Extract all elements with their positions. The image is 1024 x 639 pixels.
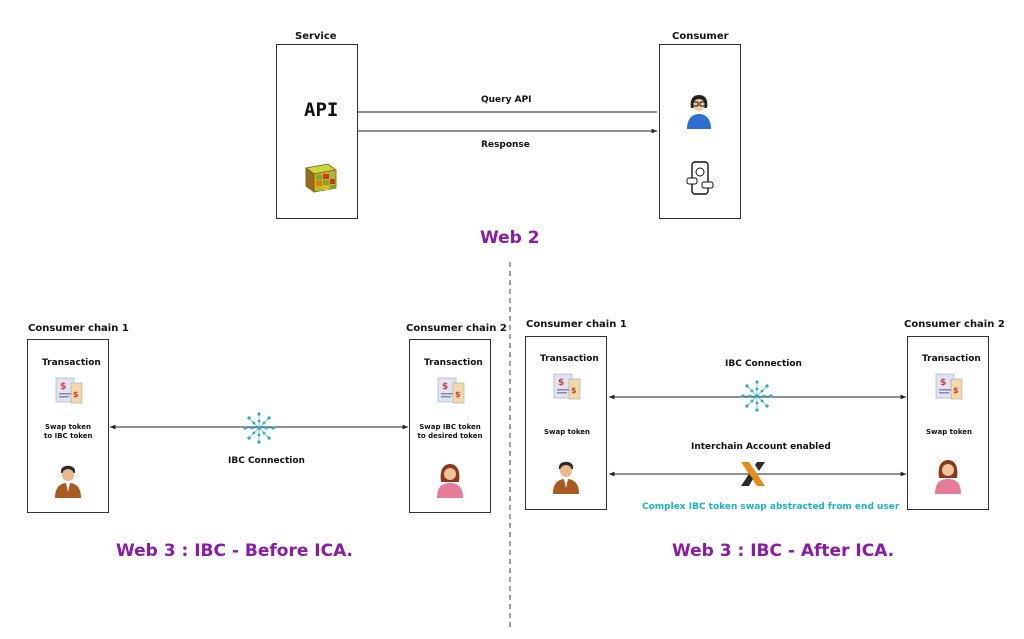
interchain-account-icon xyxy=(741,462,765,486)
response-label: Response xyxy=(481,140,530,150)
after-tx1-label: Transaction xyxy=(540,354,599,364)
svg-text:$: $ xyxy=(558,378,564,388)
before-title: Web 3 : IBC - Before ICA. xyxy=(116,541,354,561)
before-chain1-label: Consumer chain 1 xyxy=(28,323,129,334)
svg-text:$: $ xyxy=(60,382,66,392)
after-ibc-label: IBC Connection xyxy=(725,359,802,369)
invoice-icon: $ $ xyxy=(437,377,465,404)
before-swap2-text: Swap IBC token to desired token xyxy=(414,423,486,441)
man-user-icon xyxy=(553,461,579,494)
database-cube-icon xyxy=(305,163,337,193)
ibc-network-icon xyxy=(741,380,773,412)
user-avatar-icon xyxy=(687,95,711,129)
invoice-icon: $ $ xyxy=(935,373,963,400)
man-user-icon xyxy=(55,465,81,498)
after-title: Web 3 : IBC - After ICA. xyxy=(672,541,895,561)
after-chain1-label: Consumer chain 1 xyxy=(526,319,627,330)
invoice-icon: $ $ xyxy=(553,373,581,400)
before-chain2-label: Consumer chain 2 xyxy=(406,323,507,334)
before-swap1-text: Swap token to IBC token xyxy=(44,423,93,441)
abstract-label: Complex IBC token swap abstracted from e… xyxy=(642,502,900,512)
svg-text:$: $ xyxy=(455,390,461,399)
api-text: API xyxy=(304,99,339,121)
invoice-icon: $ $ xyxy=(55,377,83,404)
web2-title: Web 2 xyxy=(480,228,540,248)
woman-user-icon xyxy=(437,464,463,498)
phone-chat-icon xyxy=(686,161,714,195)
before-tx1-label: Transaction xyxy=(42,358,101,368)
before-ibc-label: IBC Connection xyxy=(228,456,305,466)
after-tx2-label: Transaction xyxy=(922,354,981,364)
consumer-label: Consumer xyxy=(672,31,729,42)
svg-text:$: $ xyxy=(953,386,959,395)
service-label: Service xyxy=(295,31,337,42)
before-tx2-label: Transaction xyxy=(424,358,483,368)
after-chain2-label: Consumer chain 2 xyxy=(904,319,1005,330)
after-ica-label: Interchain Account enabled xyxy=(691,442,831,452)
ibc-network-icon xyxy=(243,412,275,444)
svg-text:$: $ xyxy=(571,386,577,395)
svg-text:$: $ xyxy=(73,390,79,399)
svg-text:$: $ xyxy=(940,378,946,388)
query-api-label: Query API xyxy=(481,95,532,105)
woman-user-icon xyxy=(935,460,961,494)
after-swap2-text: Swap token xyxy=(926,428,973,437)
after-swap1-text: Swap token xyxy=(544,428,591,437)
svg-text:$: $ xyxy=(442,382,448,392)
